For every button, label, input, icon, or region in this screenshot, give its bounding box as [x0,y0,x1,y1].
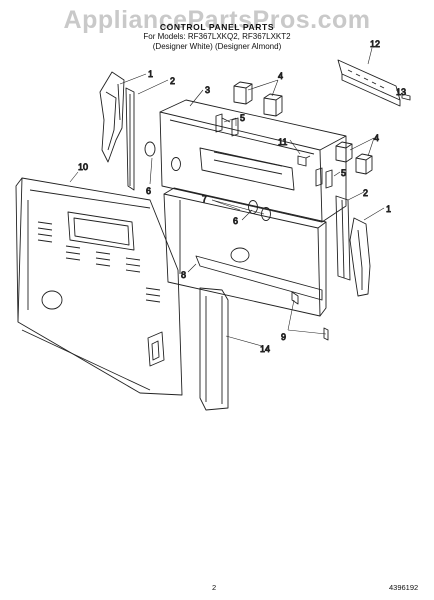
callout-14: 14 [260,344,270,354]
clip-part-5-right [315,167,333,189]
rear-panel-part-10 [15,177,183,396]
callout-4-right: 4 [374,133,379,143]
knob-housing-part-4-right [335,141,373,175]
vent-trim-part-12 [337,59,401,107]
callout-5-right: 5 [341,168,346,178]
document-number: 4396192 [389,583,419,592]
callout-4-top: 4 [278,71,283,81]
knob-housing-part-4-left [233,81,283,117]
diagram-models: For Models: RF367LXKQ2, RF367LXKT2 [143,32,291,41]
control-panel-part-3 [159,99,347,223]
callout-1-left: 1 [148,69,153,79]
bracket-left-part-2 [125,87,135,191]
callout-11: 11 [278,137,287,147]
page-number: 2 [212,583,217,592]
bracket-right-part-2 [335,195,351,281]
callout-7: 7 [202,194,207,204]
callout-10: 10 [78,162,88,172]
rear-cover-part-14 [199,287,229,411]
watermark-text: AppliancePartsPros.com [63,6,371,34]
callout-9: 9 [281,332,286,342]
callout-2-left: 2 [170,76,175,86]
callout-8: 8 [181,270,186,280]
switch-part-11 [297,155,311,167]
callout-6-right: 6 [233,216,238,226]
callout-1-right: 1 [386,204,391,214]
callout-12: 12 [370,39,380,49]
lower-panel-part-8 [163,187,327,317]
clip-part-5-top [215,113,239,137]
callout-13: 13 [396,87,406,97]
end-cap-right-part-1 [349,217,371,297]
end-cap-left-part-1 [99,71,125,163]
screw-part-9 [291,291,329,341]
knob-part-6-left [144,141,271,221]
diagram-title: CONTROL PANEL PARTS [159,22,275,32]
callout-5-top: 5 [240,113,245,123]
callout-6-left: 6 [146,186,151,196]
callout-2-right: 2 [363,188,368,198]
leader-lines [69,47,385,347]
callout-3: 3 [205,85,210,95]
diagram-colors: (Designer White) (Designer Almond) [152,42,282,51]
screw-part-13 [401,93,411,101]
